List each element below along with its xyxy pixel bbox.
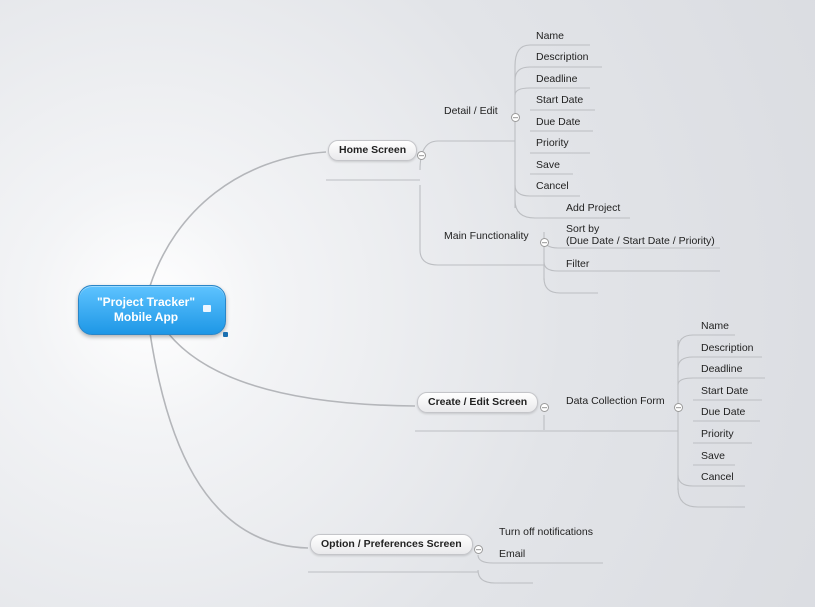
node-detail-save[interactable]: Save bbox=[536, 159, 560, 171]
collapse-toggle-main-functionality[interactable]: – bbox=[540, 237, 549, 247]
sort-by-options: (Due Date / Start Date / Priority) bbox=[566, 235, 715, 247]
collapse-toggle-detail-edit[interactable]: – bbox=[511, 112, 520, 122]
node-detail-start-date[interactable]: Start Date bbox=[536, 94, 584, 106]
collapse-toggle-home[interactable]: – bbox=[417, 150, 426, 160]
root-title-line1: "Project Tracker" bbox=[96, 295, 196, 309]
node-filter[interactable]: Filter bbox=[566, 258, 590, 270]
node-options-screen[interactable]: Option / Preferences Screen bbox=[310, 534, 473, 555]
node-form-name[interactable]: Name bbox=[701, 320, 730, 332]
node-detail-due-date[interactable]: Due Date bbox=[536, 116, 581, 128]
node-form-priority[interactable]: Priority bbox=[701, 428, 734, 440]
node-main-functionality[interactable]: Main Functionality bbox=[444, 230, 529, 242]
node-form-start-date[interactable]: Start Date bbox=[701, 385, 749, 397]
resize-handle[interactable] bbox=[223, 332, 228, 337]
node-detail-edit[interactable]: Detail / Edit bbox=[444, 105, 498, 117]
collapse-toggle-options[interactable]: – bbox=[474, 544, 483, 554]
collapse-toggle-data-collection-form[interactable]: – bbox=[674, 402, 683, 412]
node-data-collection-form[interactable]: Data Collection Form bbox=[566, 395, 665, 407]
node-form-due-date[interactable]: Due Date bbox=[701, 406, 746, 418]
note-icon[interactable] bbox=[203, 305, 211, 312]
root-title-line2: Mobile App bbox=[113, 310, 179, 324]
node-detail-priority[interactable]: Priority bbox=[536, 137, 569, 149]
node-sort-by[interactable]: Sort by (Due Date / Start Date / Priorit… bbox=[566, 223, 715, 247]
sort-by-label: Sort by bbox=[566, 223, 600, 235]
collapse-toggle-create-edit[interactable]: – bbox=[540, 402, 549, 412]
node-form-save[interactable]: Save bbox=[701, 450, 725, 462]
node-add-project[interactable]: Add Project bbox=[566, 202, 621, 214]
node-form-description[interactable]: Description bbox=[701, 342, 754, 354]
node-home-screen[interactable]: Home Screen bbox=[328, 140, 418, 161]
node-form-cancel[interactable]: Cancel bbox=[701, 471, 734, 483]
node-form-deadline[interactable]: Deadline bbox=[701, 363, 743, 375]
node-create-edit-screen[interactable]: Create / Edit Screen bbox=[417, 392, 539, 413]
node-email[interactable]: Email bbox=[499, 548, 526, 560]
node-detail-description[interactable]: Description bbox=[536, 51, 589, 63]
node-turn-off-notifications[interactable]: Turn off notifications bbox=[499, 526, 593, 538]
node-detail-deadline[interactable]: Deadline bbox=[536, 73, 578, 85]
node-detail-name[interactable]: Name bbox=[536, 30, 565, 42]
root-node[interactable]: "Project Tracker" Mobile App bbox=[78, 285, 228, 337]
node-detail-cancel[interactable]: Cancel bbox=[536, 180, 569, 192]
